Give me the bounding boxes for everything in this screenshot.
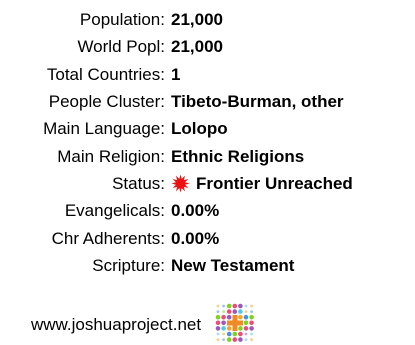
population-value: 21,000 [171, 10, 223, 30]
logo-dot [244, 332, 248, 336]
row-scripture: Scripture: New Testament [0, 252, 415, 279]
logo-dot [238, 331, 243, 337]
logo-dot [216, 332, 220, 336]
logo-dot [222, 332, 226, 336]
logo-dot [244, 338, 248, 341]
logo-dot [244, 310, 248, 313]
status-value: Frontier Unreached [196, 173, 353, 193]
status-value-wrap: Frontier Unreached [171, 170, 353, 197]
logo-dot [232, 309, 238, 314]
people-group-profile: Population: 21,000 World Popl: 21,000 To… [0, 6, 415, 279]
logo-dot [238, 337, 243, 342]
main-language-value: Lolopo [171, 119, 228, 139]
logo-dot [238, 326, 243, 331]
logo-dot [238, 309, 243, 314]
website-link[interactable]: www.joshuaproject.net [31, 315, 202, 334]
logo-dot [226, 337, 232, 342]
logo-dot [244, 304, 248, 308]
logo-dot [243, 326, 249, 331]
logo-dot [221, 314, 226, 320]
logo-dot [226, 309, 232, 314]
logo-dot [215, 320, 221, 326]
main-religion-label: Main Religion: [57, 146, 165, 166]
evangelicals-label: Evangelicals: [64, 201, 165, 221]
logo-dot [249, 326, 254, 331]
logo-dot [232, 331, 238, 337]
row-people-cluster: People Cluster: Tibeto-Burman, other [0, 88, 415, 115]
world-population-value: 21,000 [171, 37, 223, 57]
row-main-language: Main Language: Lolopo [0, 115, 415, 142]
logo-dot [221, 320, 226, 326]
total-countries-label: Total Countries: [46, 64, 165, 84]
logo-dot [222, 310, 226, 313]
frontier-starburst-icon [171, 174, 190, 193]
logo-dot [249, 314, 254, 320]
evangelicals-value: 0.00% [171, 201, 220, 221]
logo-plus-vertical [232, 315, 238, 331]
logo-dot [222, 304, 226, 308]
main-language-label: Main Language: [43, 119, 165, 139]
row-status: Status: Frontier Unreached [0, 170, 415, 197]
logo-dot [243, 314, 249, 320]
logo-dot [215, 326, 221, 331]
logo-dot [250, 338, 254, 341]
logo-dot [250, 332, 254, 336]
population-label: Population: [79, 10, 165, 30]
logo-dot [226, 331, 232, 337]
row-main-religion: Main Religion: Ethnic Religions [0, 142, 415, 169]
logo-dot [243, 320, 249, 326]
people-cluster-value: Tibeto-Burman, other [171, 92, 344, 112]
logo-dot [232, 303, 238, 309]
logo-dot [226, 303, 232, 309]
joshua-project-logo-icon [215, 303, 254, 342]
row-total-countries: Total Countries: 1 [0, 61, 415, 88]
logo-dot [238, 314, 243, 320]
logo-dot [238, 303, 243, 309]
scripture-value: New Testament [171, 255, 295, 275]
row-evangelicals: Evangelicals: 0.00% [0, 197, 415, 224]
status-label: Status: [112, 173, 165, 193]
logo-dot [222, 338, 226, 341]
logo-dot [232, 337, 238, 342]
logo-dot [215, 314, 221, 320]
christian-adherents-value: 0.00% [171, 228, 220, 248]
logo-dot [249, 320, 254, 326]
logo-dot [216, 304, 220, 308]
logo-dot [216, 338, 220, 341]
logo-dot [250, 304, 254, 308]
christian-adherents-label: Chr Adherents: [51, 228, 165, 248]
logo-dot [216, 310, 220, 313]
logo-dot [226, 326, 232, 331]
row-population: Population: 21,000 [0, 6, 415, 33]
scripture-label: Scripture: [92, 255, 165, 275]
row-world-population: World Popl: 21,000 [0, 33, 415, 60]
world-population-label: World Popl: [77, 37, 165, 57]
main-religion-value: Ethnic Religions [171, 146, 305, 166]
logo-dot [226, 314, 232, 320]
logo-dot [221, 326, 226, 331]
people-cluster-label: People Cluster: [48, 92, 165, 112]
logo-dot [250, 310, 254, 313]
row-christian-adherents: Chr Adherents: 0.00% [0, 224, 415, 251]
total-countries-value: 1 [171, 64, 181, 84]
footer: www.joshuaproject.net [31, 303, 255, 345]
